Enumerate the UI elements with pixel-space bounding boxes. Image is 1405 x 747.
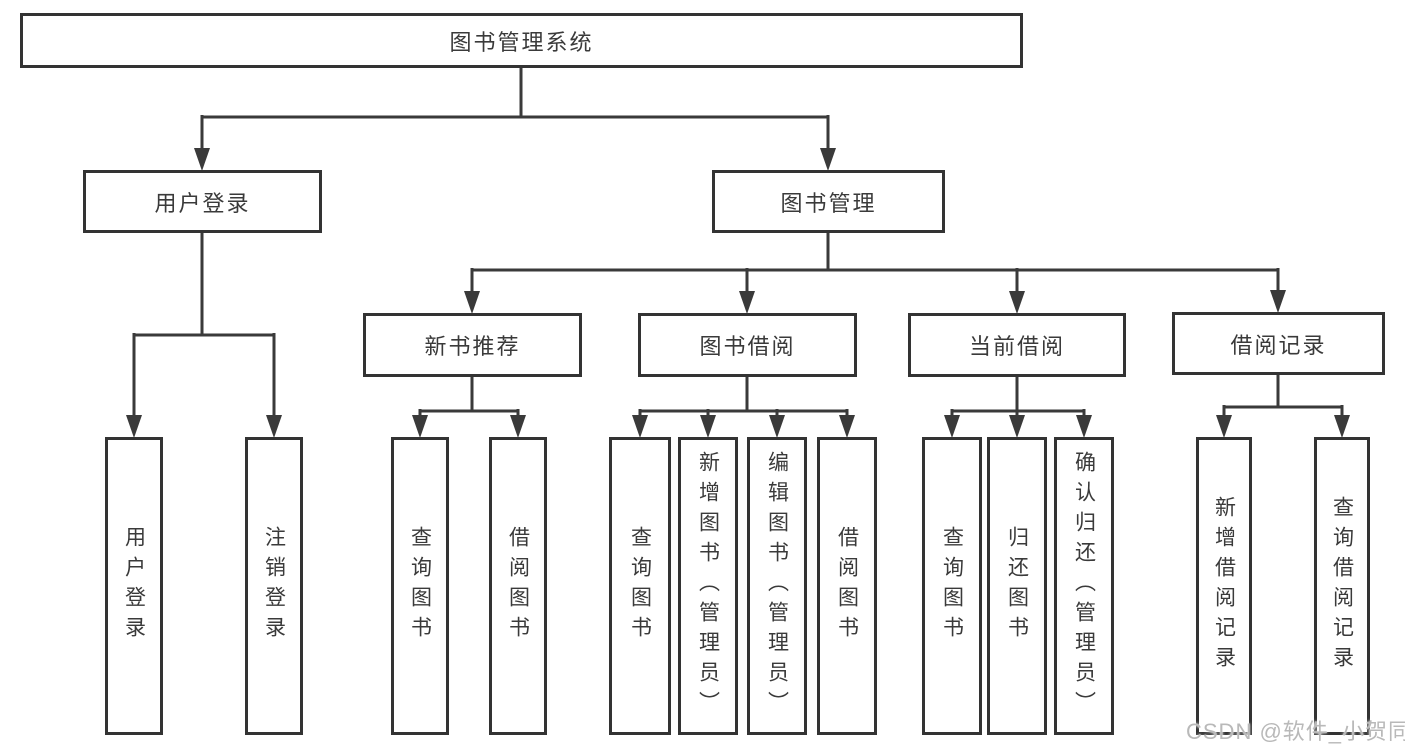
- leaf-query-books-current: 查询图书: [922, 437, 982, 735]
- node-module-current-borrow-label: 当前借阅: [968, 334, 1065, 359]
- connector-book-borrow-to-leaves: [638, 377, 849, 419]
- leaf-query-books-borrow: 查询图书: [609, 437, 671, 735]
- connector-root-to-branches: [200, 68, 830, 152]
- node-branch-book-management: 图书管理: [712, 170, 945, 233]
- leaf-query-borrow-record: 查询借阅记录: [1314, 437, 1370, 735]
- leaf-query-borrow-record-label: 查询借阅记录: [1330, 496, 1354, 676]
- leaf-user-login: 用户登录: [105, 437, 163, 735]
- leaf-confirm-return-admin-label: 确认归还（管理员）: [1072, 451, 1096, 721]
- node-module-book-borrow-label: 图书借阅: [699, 334, 796, 359]
- arrowhead-icon: [632, 415, 648, 438]
- leaf-add-book-admin: 新增图书（管理员）: [678, 437, 738, 735]
- node-branch-book-management-label: 图书管理: [780, 190, 877, 216]
- arrowhead-icon: [1009, 291, 1025, 314]
- arrowhead-icon: [739, 291, 755, 314]
- connector-borrow-records-to-leaves: [1222, 375, 1344, 419]
- connector-new-book-to-leaves: [418, 377, 520, 419]
- connector-user-login-to-leaves: [132, 233, 276, 419]
- arrowheads: [126, 148, 1350, 438]
- arrowhead-icon: [820, 148, 836, 171]
- node-module-borrow-records-label: 借阅记录: [1230, 332, 1327, 358]
- leaf-edit-book-admin-label: 编辑图书（管理员）: [765, 451, 789, 721]
- leaf-return-book: 归还图书: [987, 437, 1047, 735]
- leaf-add-borrow-record: 新增借阅记录: [1196, 437, 1252, 735]
- node-module-borrow-records: 借阅记录: [1172, 312, 1385, 375]
- leaf-user-login-label: 用户登录: [122, 526, 146, 646]
- arrowhead-icon: [266, 415, 282, 438]
- leaf-query-books-borrow-label: 查询图书: [628, 526, 652, 646]
- arrowhead-icon: [126, 415, 142, 438]
- arrowhead-icon: [464, 291, 480, 314]
- arrowhead-icon: [769, 415, 785, 438]
- leaf-logout-label: 注销登录: [262, 526, 286, 646]
- node-module-new-book-recommend-label: 新书推荐: [424, 334, 521, 359]
- arrowhead-icon: [839, 415, 855, 438]
- arrowhead-icon: [194, 148, 210, 171]
- leaf-borrow-books: 借阅图书: [817, 437, 877, 735]
- arrowhead-icon: [510, 415, 526, 438]
- leaf-return-book-label: 归还图书: [1005, 526, 1029, 646]
- leaf-query-books-recommend: 查询图书: [391, 437, 449, 735]
- arrowhead-icon: [700, 415, 716, 438]
- node-branch-user-login: 用户登录: [83, 170, 322, 233]
- leaf-logout: 注销登录: [245, 437, 303, 735]
- node-root-system: 图书管理系统: [20, 13, 1023, 68]
- leaf-add-book-admin-label: 新增图书（管理员）: [696, 451, 720, 721]
- csdn-watermark: CSDN @软件_小贺同学: [1186, 719, 1405, 744]
- node-module-current-borrow: 当前借阅: [908, 313, 1126, 377]
- leaf-borrow-books-recommend-label: 借阅图书: [506, 526, 530, 646]
- leaf-edit-book-admin: 编辑图书（管理员）: [747, 437, 807, 735]
- node-module-new-book-recommend: 新书推荐: [363, 313, 582, 377]
- connector-current-borrow-to-leaves: [950, 377, 1086, 419]
- leaf-query-books-recommend-label: 查询图书: [408, 526, 432, 646]
- arrowhead-icon: [1216, 415, 1232, 438]
- arrowhead-icon: [944, 415, 960, 438]
- node-branch-user-login-label: 用户登录: [154, 190, 251, 216]
- leaf-query-books-current-label: 查询图书: [940, 526, 964, 646]
- node-module-book-borrow: 图书借阅: [638, 313, 857, 377]
- arrowhead-icon: [1270, 290, 1286, 313]
- leaf-borrow-books-recommend: 借阅图书: [489, 437, 547, 735]
- leaf-confirm-return-admin: 确认归还（管理员）: [1054, 437, 1114, 735]
- leaf-add-borrow-record-label: 新增借阅记录: [1212, 496, 1236, 676]
- arrowhead-icon: [1334, 415, 1350, 438]
- connector-book-management-to-modules: [470, 233, 1280, 295]
- arrowhead-icon: [1009, 415, 1025, 438]
- leaf-borrow-books-label: 借阅图书: [835, 526, 859, 646]
- arrowhead-icon: [412, 415, 428, 438]
- arrowhead-icon: [1076, 415, 1092, 438]
- node-root-system-label: 图书管理系统: [449, 29, 594, 55]
